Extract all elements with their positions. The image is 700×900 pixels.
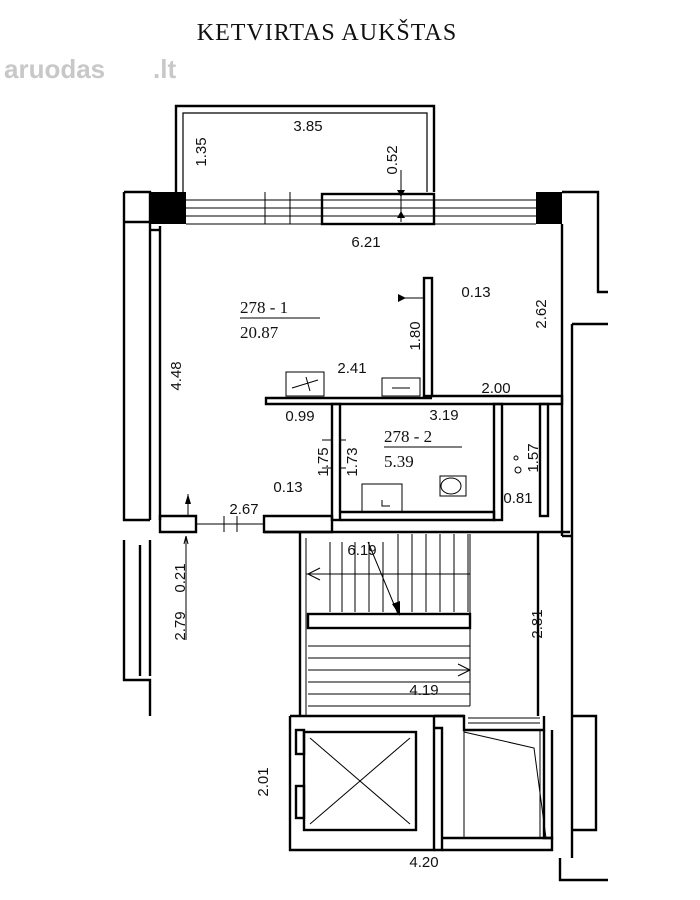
dim-lift-width: 4.20	[409, 854, 438, 871]
stove-icon	[285, 371, 325, 397]
dim-room1-length: 4.48	[168, 361, 185, 390]
dim-closet-width: 2.00	[481, 380, 510, 397]
room-label-2: 278 - 2 5.39	[384, 427, 462, 471]
dim-bath-closet-width: 0.81	[503, 490, 532, 507]
toilet-icon	[439, 475, 467, 497]
dim-lift-depth: 2.01	[255, 767, 272, 796]
dim-balcony-width: 3.85	[293, 118, 322, 135]
staircase	[290, 532, 540, 718]
dimension-lines	[185, 294, 424, 516]
room-1-id: 278 - 1	[240, 298, 288, 317]
dim-wall-thickness: 0.13	[273, 479, 302, 496]
plan-title: KETVIRTAS AUKŠTAS	[197, 19, 457, 46]
dim-partition-length: 1.80	[407, 321, 424, 350]
balcony	[174, 104, 436, 192]
lift-shaft	[288, 714, 554, 852]
watermark-main: aruodas	[4, 54, 105, 84]
dim-room1-width: 6.21	[351, 234, 380, 251]
dim-hall-length: 2.79	[172, 611, 189, 640]
fixtures	[285, 371, 522, 513]
dimension-labels: 3.85 1.35 0.52 6.21 4.48 0.13 2.62 1.80 …	[168, 118, 550, 871]
dim-counter-width: 2.41	[337, 360, 366, 377]
watermark: aruodas .lt	[4, 54, 176, 84]
dim-closet-depth: 2.62	[533, 299, 550, 328]
dim-kitchen-partition: 0.13	[461, 284, 490, 301]
sink-icon	[381, 377, 421, 397]
dim-bath-depth: 1.73	[344, 447, 361, 476]
dim-bath-wall: 0.99	[285, 408, 314, 425]
dim-landing-width: 4.19	[409, 682, 438, 699]
room-2-area: 5.39	[384, 452, 414, 471]
dim-balcony-depth: 1.35	[193, 137, 210, 166]
partitions	[158, 276, 570, 534]
dim-stair-length: 2.81	[529, 609, 546, 638]
room-1-area: 20.87	[240, 323, 279, 342]
dim-hall-width: 2.67	[229, 501, 258, 518]
dim-stair-width: 6.19	[347, 542, 376, 559]
room-label-1: 278 - 1 20.87	[240, 298, 320, 342]
bathtub-icon	[361, 483, 403, 513]
window-wall	[150, 170, 562, 226]
dim-bath-opening: 1.75	[315, 447, 332, 476]
room-2-id: 278 - 2	[384, 427, 432, 446]
dim-bath-closet-depth: 1.57	[525, 443, 542, 472]
dim-door-offset: 0.21	[172, 563, 189, 592]
dim-window-sill: 0.52	[384, 145, 401, 174]
dim-bath-width: 3.19	[429, 407, 458, 424]
outer-walls	[122, 190, 608, 882]
watermark-suffix: .lt	[153, 54, 176, 84]
entry-door	[183, 535, 189, 640]
